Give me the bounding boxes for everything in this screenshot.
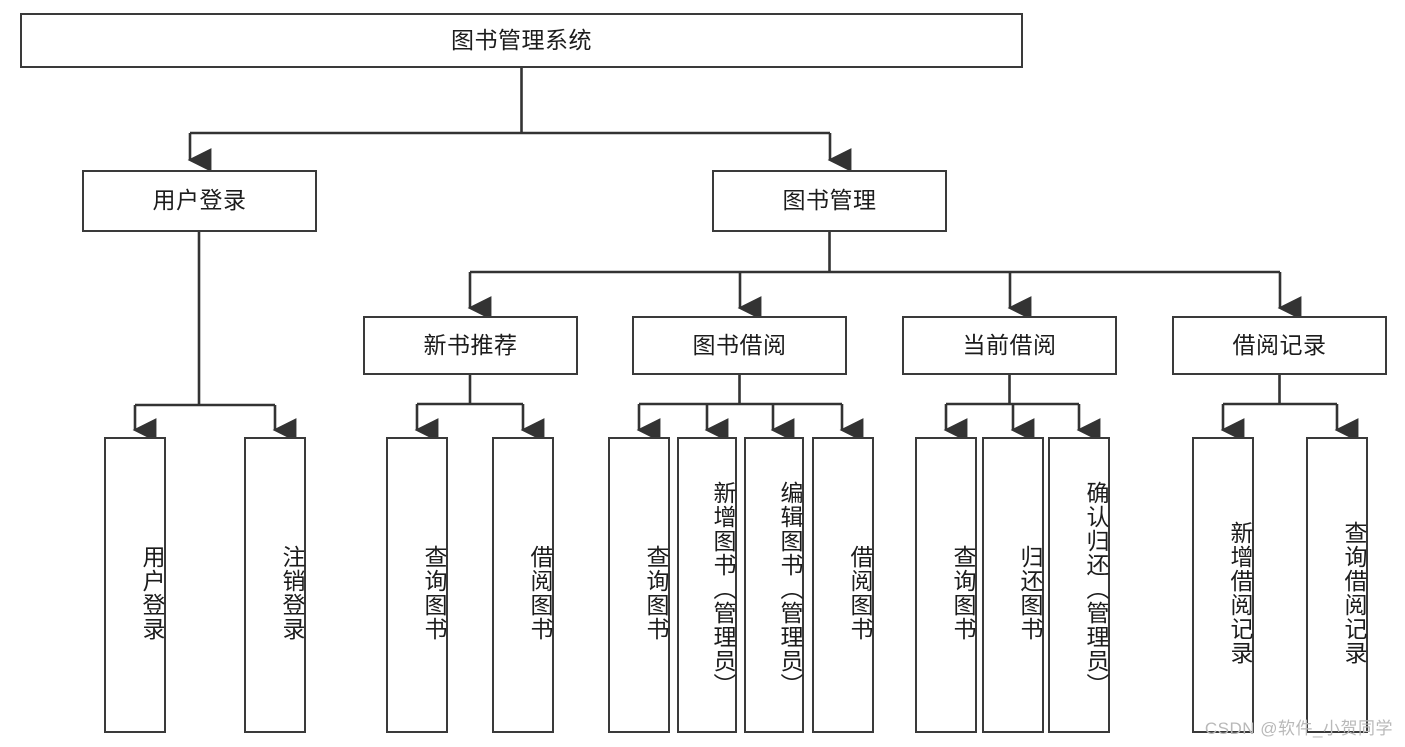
leaf-current-return-book[interactable]: 归还图书 <box>982 437 1044 733</box>
leaf-record-query-record[interactable]: 查询借阅记录 <box>1306 437 1368 733</box>
node-label: 用户登录 <box>139 545 165 641</box>
node-label: 图书管理系统 <box>451 26 592 53</box>
node-label: 当前借阅 <box>962 331 1057 358</box>
node-label: 归还图书 <box>1017 545 1043 641</box>
node-new-book-recommend[interactable]: 新书推荐 <box>363 316 578 375</box>
node-label: 新增图书（管理员） <box>710 481 736 697</box>
node-book-management[interactable]: 图书管理 <box>712 170 947 232</box>
leaf-borrow-edit-book-admin[interactable]: 编辑图书（管理员） <box>744 437 804 733</box>
node-current-borrow[interactable]: 当前借阅 <box>902 316 1117 375</box>
node-user-login[interactable]: 用户登录 <box>82 170 317 232</box>
node-label: 图书借阅 <box>692 331 787 358</box>
leaf-recommend-query-book[interactable]: 查询图书 <box>386 437 448 733</box>
node-label: 确认归还（管理员） <box>1083 481 1109 697</box>
leaf-borrow-query-book[interactable]: 查询图书 <box>608 437 670 733</box>
node-root-system[interactable]: 图书管理系统 <box>20 13 1023 68</box>
node-book-borrow[interactable]: 图书借阅 <box>632 316 847 375</box>
node-label: 查询借阅记录 <box>1341 521 1367 665</box>
node-label: 查询图书 <box>643 545 669 641</box>
leaf-borrow-add-book-admin[interactable]: 新增图书（管理员） <box>677 437 737 733</box>
node-label: 注销登录 <box>279 545 305 641</box>
node-label: 编辑图书（管理员） <box>777 481 803 697</box>
node-label: 新书推荐 <box>423 331 518 358</box>
node-label: 借阅图书 <box>847 545 873 641</box>
leaf-user-login-logout[interactable]: 注销登录 <box>244 437 306 733</box>
leaf-current-query-book[interactable]: 查询图书 <box>915 437 977 733</box>
leaf-record-add-record[interactable]: 新增借阅记录 <box>1192 437 1254 733</box>
node-label: 用户登录 <box>152 187 247 214</box>
node-label: 图书管理 <box>782 187 877 214</box>
node-label: 借阅记录 <box>1232 331 1327 358</box>
leaf-user-login-login[interactable]: 用户登录 <box>104 437 166 733</box>
node-label: 新增借阅记录 <box>1227 521 1253 665</box>
node-label: 借阅图书 <box>527 545 553 641</box>
node-label: 查询图书 <box>950 545 976 641</box>
node-label: 查询图书 <box>421 545 447 641</box>
leaf-borrow-borrow-book[interactable]: 借阅图书 <box>812 437 874 733</box>
leaf-recommend-borrow-book[interactable]: 借阅图书 <box>492 437 554 733</box>
node-borrow-record[interactable]: 借阅记录 <box>1172 316 1387 375</box>
csdn-watermark: CSDN @软件_小贺同学 <box>1204 719 1393 738</box>
leaf-current-confirm-return-admin[interactable]: 确认归还（管理员） <box>1048 437 1110 733</box>
